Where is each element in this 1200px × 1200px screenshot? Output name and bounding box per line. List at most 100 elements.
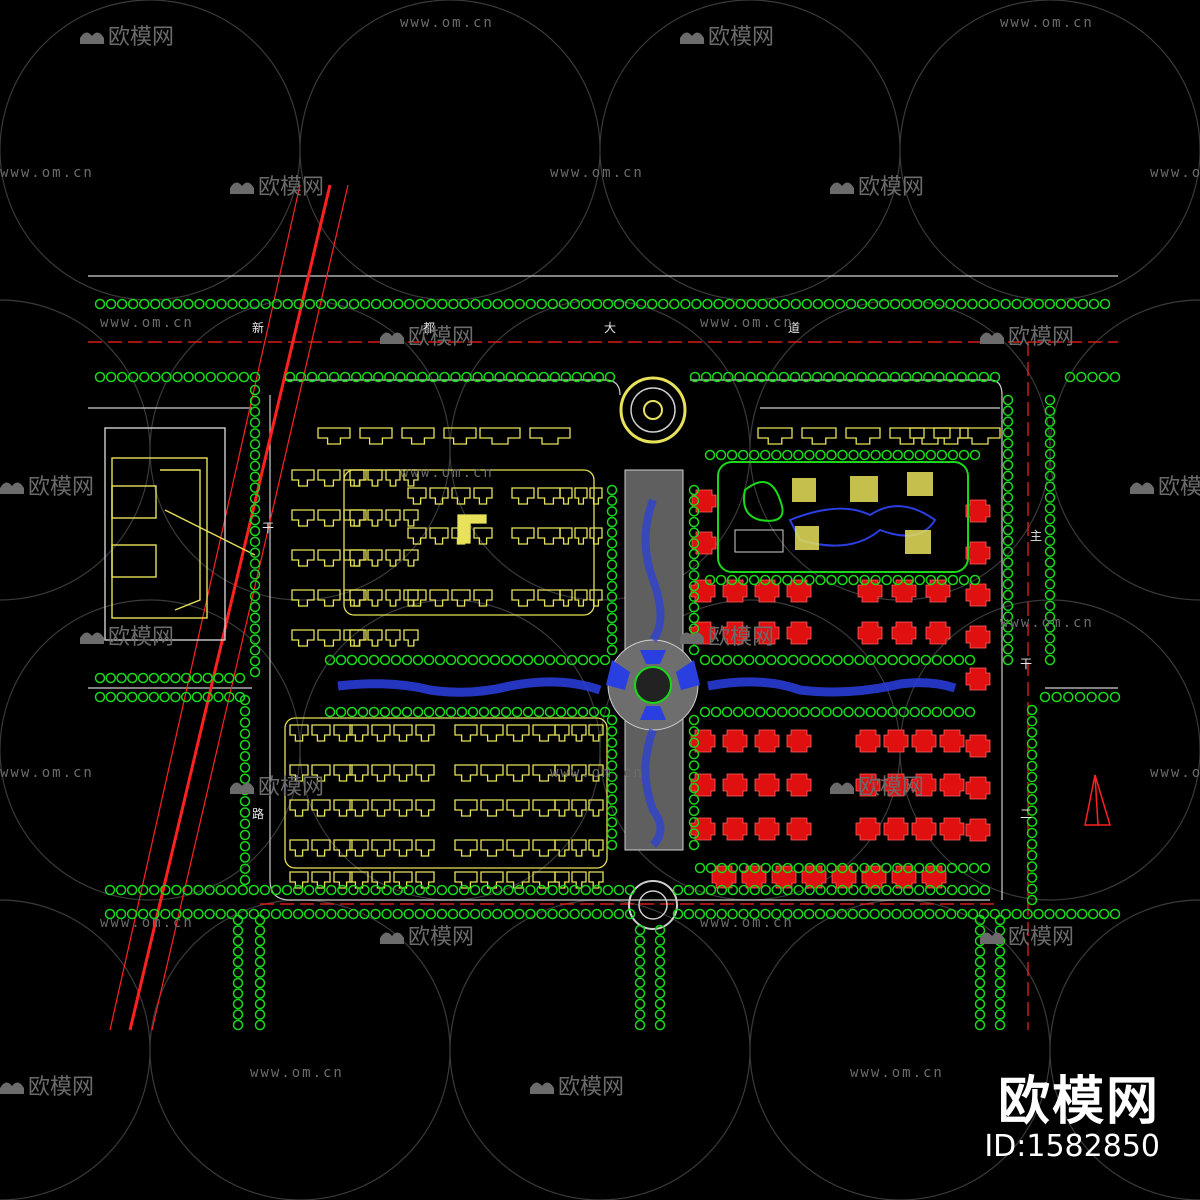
tree-icon [456,654,468,666]
tree-icon [414,884,426,896]
tree-icon [223,691,235,703]
tree-icon [259,908,271,920]
tree-icon [254,988,266,999]
tree-icon [606,580,618,592]
tree-icon [232,977,244,989]
watermark-layer: 欧模网欧模网欧模网欧模网欧模网欧模网欧模网欧模网欧模网欧模网欧模网欧模网欧模网欧… [0,15,1200,1100]
tree-icon [105,298,117,310]
tree-icon [183,371,194,383]
watermark-brand: 欧模网 [28,1075,94,1100]
tree-icon [799,654,810,666]
tree-icon [1011,298,1022,310]
tree-icon [489,654,501,666]
tree-icon [547,908,558,920]
tree-icon [357,706,369,718]
tree-icon [249,428,261,439]
tree-icon [1109,691,1121,703]
watermark-sofa-icon [680,32,704,44]
watermark-circle [899,0,1200,301]
tree-icon [148,691,160,703]
tree-icon [105,691,117,703]
building-block [393,839,413,857]
watermark-url: www.om.cn [1000,615,1094,631]
tree-icon [232,956,244,968]
tree-icon [379,654,391,666]
building-block [588,871,604,889]
tree-icon [105,672,117,684]
tree-icon [439,371,450,383]
tree-icon [346,654,358,666]
tree-icon [771,862,782,874]
tree-icon [533,654,545,666]
tree-icon [234,672,246,684]
tree-icon [968,862,980,874]
building-block [588,839,604,857]
tree-icon [417,371,428,383]
tree-icon [335,654,347,666]
watermark-sofa-icon [980,932,1004,944]
watermark-sofa-icon [230,182,254,194]
villa-icon [939,773,965,797]
building-block [473,589,493,607]
tree-icon [1044,600,1056,612]
central-axis [606,376,700,930]
tree-icon [815,449,826,461]
watermark-brand: 欧模网 [858,775,924,800]
tree-icon [923,371,934,383]
tree-icon [1044,568,1056,579]
west-parcel [104,427,256,641]
tree-icon [606,516,618,528]
tree-icon [810,654,821,666]
villa-icon [690,729,716,753]
tree-icon [702,298,713,310]
tree-icon [721,654,733,666]
tree-icon [469,884,481,896]
building-block [349,839,369,857]
tree-icon [216,371,228,383]
tree-icon [159,691,170,703]
tree-icon [843,654,854,666]
building-block [311,839,331,857]
watermark-circle [299,0,601,301]
tree-icon [994,946,1006,957]
watermark-brand: 欧模网 [708,25,774,50]
tree-icon [865,706,876,718]
tree-icon [480,884,492,896]
tree-icon [1044,405,1056,417]
tree-icon [370,908,381,920]
tree-icon [848,574,859,586]
building-block [311,764,331,782]
tree-icon [259,884,271,896]
tree-icon [624,884,636,896]
villa-icon [754,817,780,841]
building-block [291,589,315,607]
tree-icon [406,371,417,383]
tree-icon [284,371,296,383]
tree-icon [793,574,804,586]
tree-icon [716,908,727,920]
tree-icon [947,574,959,586]
water-channels [337,677,957,697]
tree-icon [974,998,986,1010]
tree-icon [974,967,986,978]
tree-icon [260,298,271,310]
tree-icon [815,884,826,896]
watermark-sofa-icon [830,182,854,194]
tree-icon [832,706,843,718]
tree-icon [414,908,426,920]
tree-icon [1002,589,1014,601]
tree-icon [249,547,261,558]
tree-icon [514,298,525,310]
villa-icon [857,621,883,645]
tree-icon [800,371,812,383]
tree-icon [778,371,790,383]
tree-icon [194,371,205,383]
tree-icon [834,298,846,310]
tree-icon [392,884,403,896]
tree-icon [249,634,261,645]
tree-icon [368,706,380,718]
watermark-circle [0,299,151,601]
building-block [385,469,401,487]
tree-icon [558,298,570,310]
tree-icon [989,298,1000,310]
